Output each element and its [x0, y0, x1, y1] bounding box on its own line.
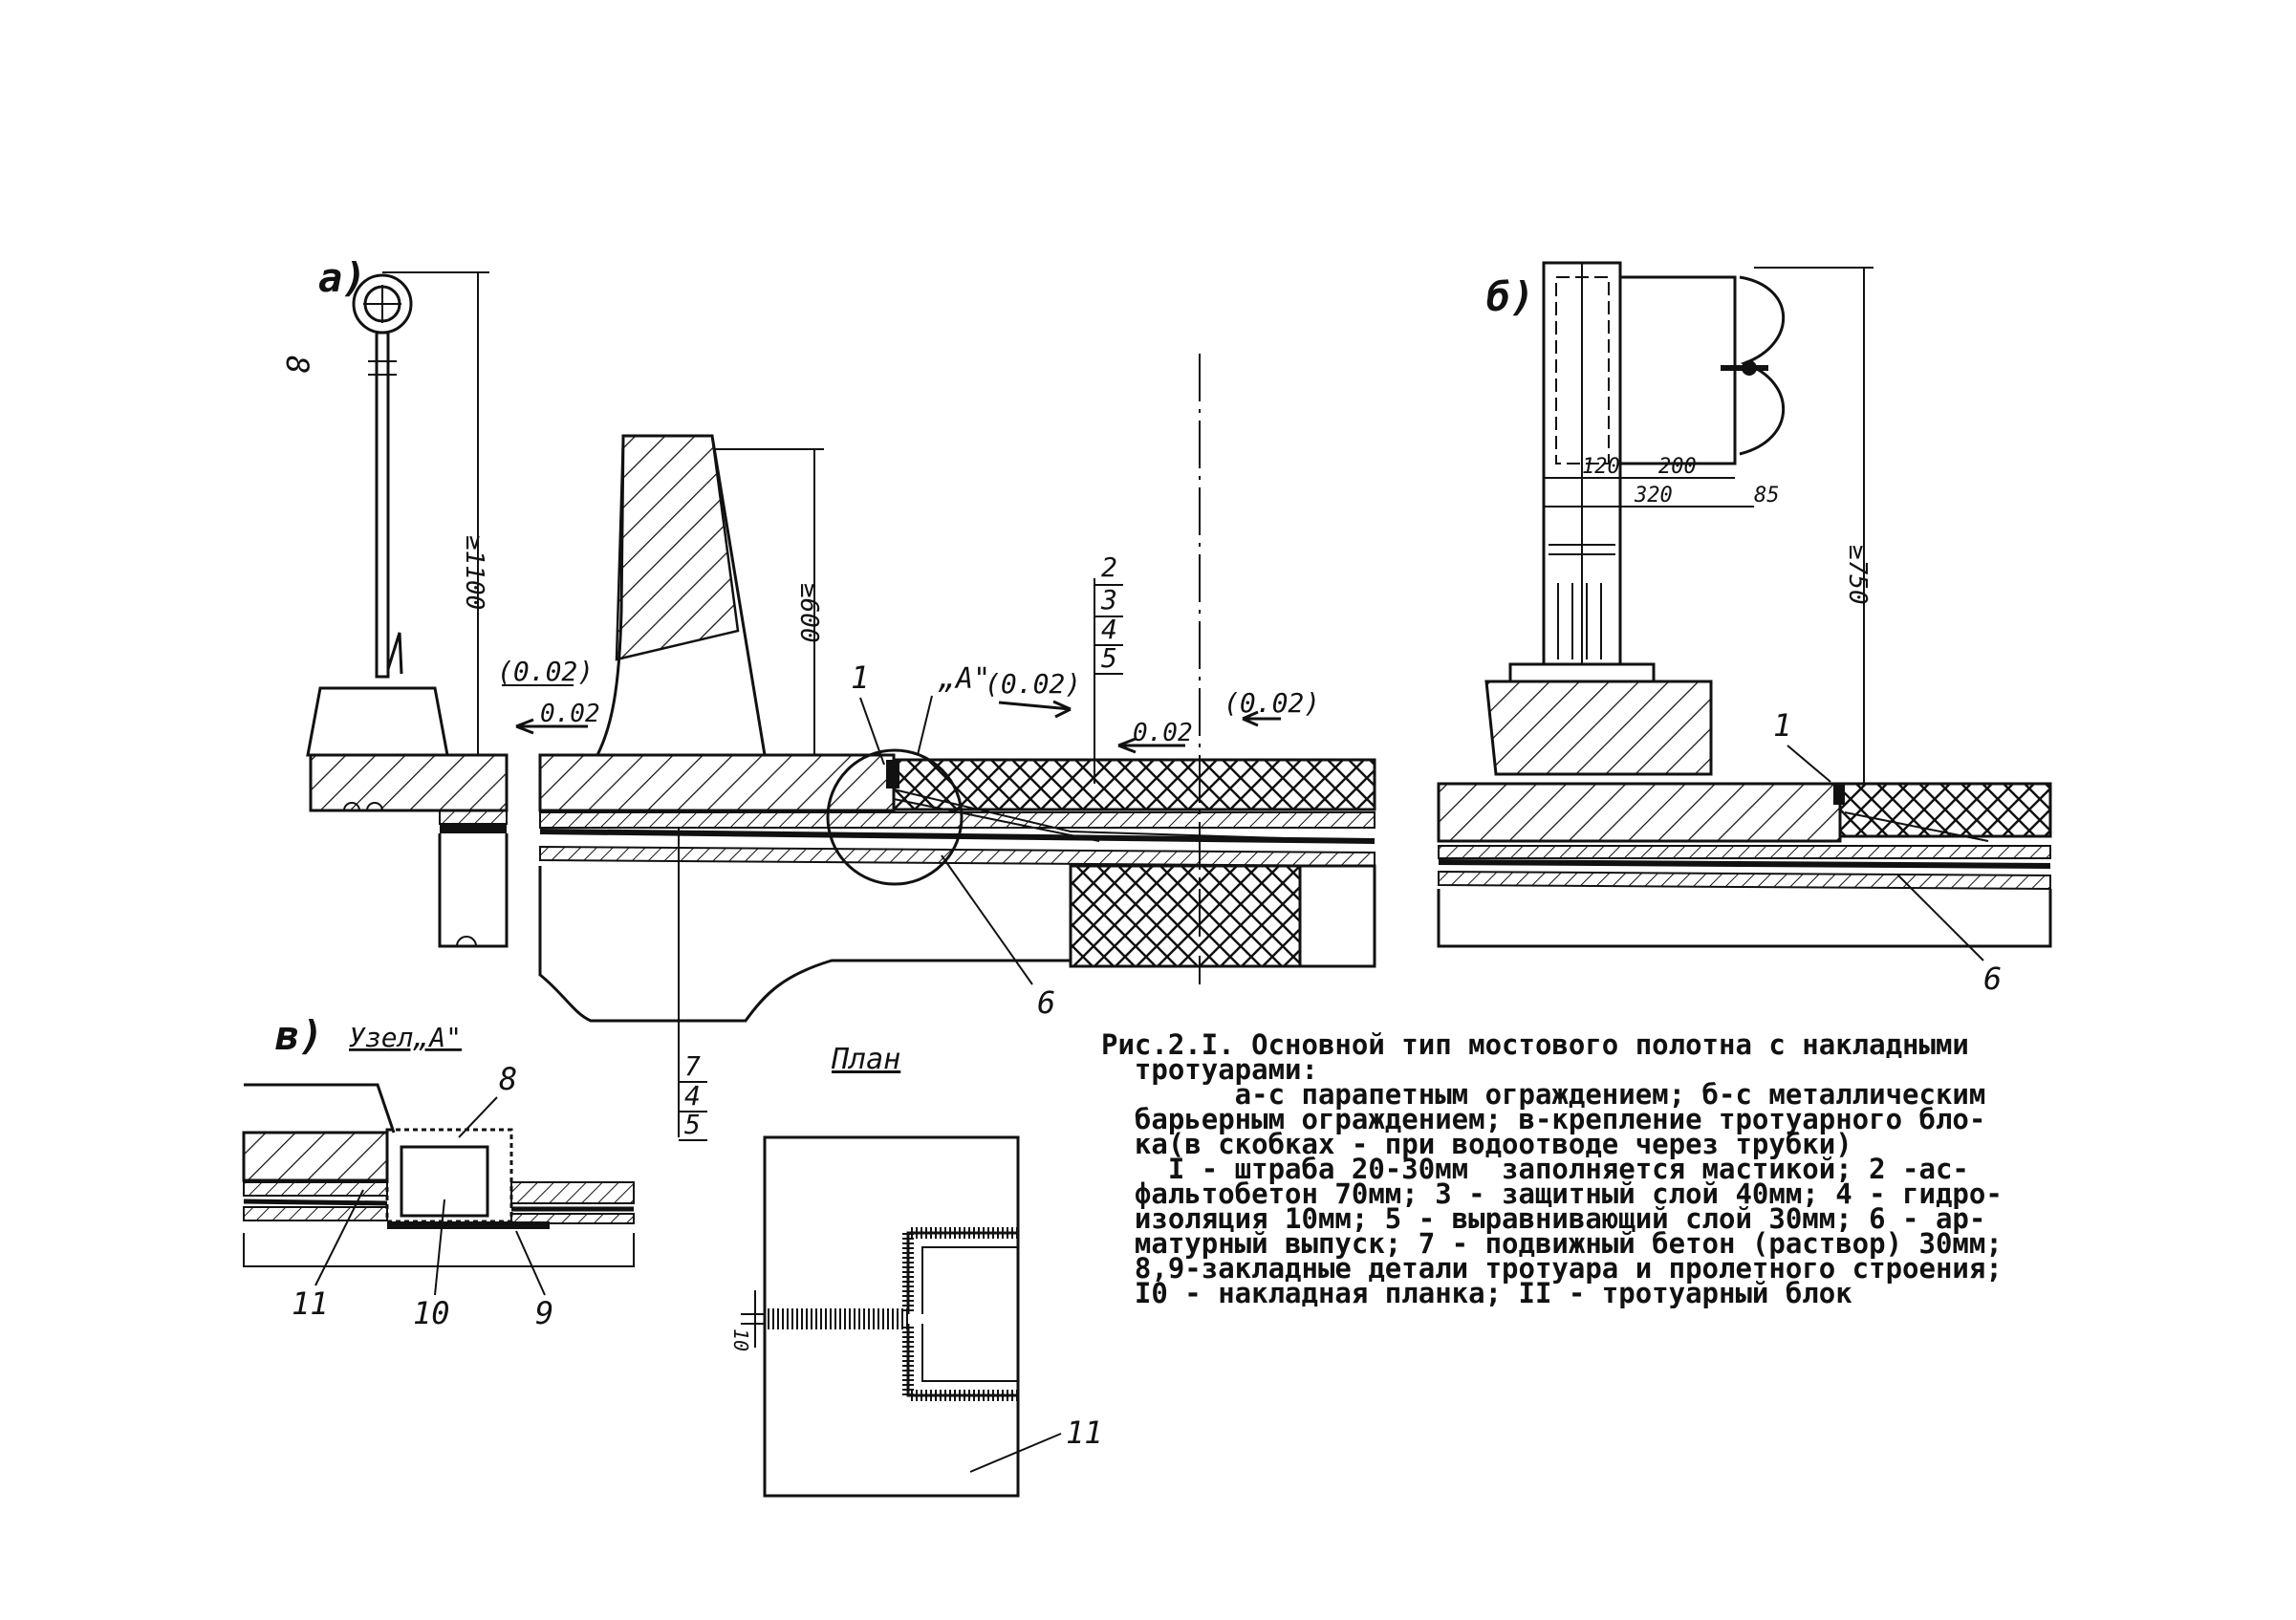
caption-line: тротуарами:	[1101, 1053, 1318, 1086]
svg-text:(0.02): (0.02)	[497, 656, 594, 687]
label-6: 6	[1037, 984, 1055, 1021]
svg-text:120: 120	[1582, 455, 1620, 479]
panel-v-label: в)	[275, 1012, 324, 1059]
label-6b: 6	[1983, 961, 2002, 997]
label-1b: 1	[1773, 707, 1791, 744]
panel-a: ≥1100 8 а) ≥600 „A" 1 6	[279, 254, 1376, 1141]
caption-line: 8,9-закладные детали тротуара и пролетно…	[1101, 1252, 2003, 1285]
svg-text:320: 320	[1634, 484, 1673, 508]
parapet-height-dim: ≥600	[794, 583, 823, 643]
main-deck	[538, 354, 1376, 1023]
svg-text:85: 85	[1754, 484, 1780, 508]
caption-line: Рис.2.I. Основной тип мостового полотна …	[1101, 1028, 1969, 1061]
layer-stack-top: 2 3 4 5	[1094, 551, 1123, 784]
svg-text:3: 3	[1100, 584, 1117, 616]
label-11: 11	[292, 1285, 329, 1322]
layer-stack-bottom: 7 4 5	[678, 828, 707, 1141]
label-8: 8	[499, 1061, 517, 1097]
node-a-circle	[826, 748, 964, 886]
label-8-left: 8	[279, 356, 315, 374]
caption-line: фальтобетон 70мм; 3 - защитный слой 40мм…	[1101, 1177, 2003, 1210]
label-1: 1	[851, 659, 869, 696]
railing-base	[306, 686, 449, 757]
node-title: Узел„А"	[349, 1022, 462, 1053]
caption-line: матурный выпуск; 7 - подвижный бетон (ра…	[1101, 1227, 2003, 1260]
left-deck-slab	[309, 753, 509, 812]
label-10: 10	[413, 1295, 450, 1331]
panel-b: б) 120 200 320 85 ≥750 1 6	[1437, 261, 2052, 997]
svg-text:(0.02): (0.02)	[985, 668, 1081, 700]
node-a-callout: „A"	[938, 662, 990, 696]
label-9: 9	[535, 1295, 553, 1331]
svg-text:(0.02): (0.02)	[1224, 687, 1320, 719]
caption-line: а-с парапетным ограждением; б-с металлич…	[1101, 1078, 1986, 1111]
svg-text:4: 4	[684, 1080, 701, 1112]
railing-post	[352, 273, 413, 679]
svg-text:0.02: 0.02	[1133, 719, 1193, 747]
panel-v-node-detail: в) Узел„А" 8 11 10 9	[242, 1012, 635, 1331]
caption-line: I0 - накладная планка; II - тротуарный б…	[1101, 1277, 1852, 1309]
svg-text:7: 7	[684, 1050, 701, 1082]
plan-view: План 10 11	[729, 1043, 1103, 1498]
svg-text:5: 5	[684, 1109, 701, 1140]
rail-height-dim: ≥1100	[460, 535, 488, 610]
slope-annotations: (0.02) 0.02 (0.02) 0.02 (0.02)	[497, 656, 1320, 754]
caption-line: барьерным ограждением; в-крепление троту…	[1101, 1103, 1986, 1135]
svg-text:2: 2	[1101, 551, 1117, 583]
svg-text:4: 4	[1101, 614, 1117, 645]
panel-a-label: а)	[318, 254, 367, 301]
caption-line: изоляция 10мм; 5 - выравнивающий слой 30…	[1101, 1202, 1986, 1235]
caption-line: ка(в скобках - при водоотводе через труб…	[1101, 1128, 1852, 1160]
barrier-height-dim: ≥750	[1843, 545, 1872, 605]
svg-text:0.02: 0.02	[540, 700, 600, 728]
caption-line: I - штраба 20-30мм заполняется мастикой;…	[1101, 1153, 1969, 1185]
plan-title: План	[831, 1043, 900, 1076]
svg-text:10: 10	[729, 1328, 752, 1351]
label-11b: 11	[1066, 1415, 1103, 1451]
panel-b-label: б)	[1486, 273, 1535, 320]
svg-text:200: 200	[1658, 455, 1697, 479]
figure-caption: Рис.2.I. Основной тип мостового полотна …	[1101, 1028, 2286, 1309]
svg-text:5: 5	[1101, 642, 1117, 674]
